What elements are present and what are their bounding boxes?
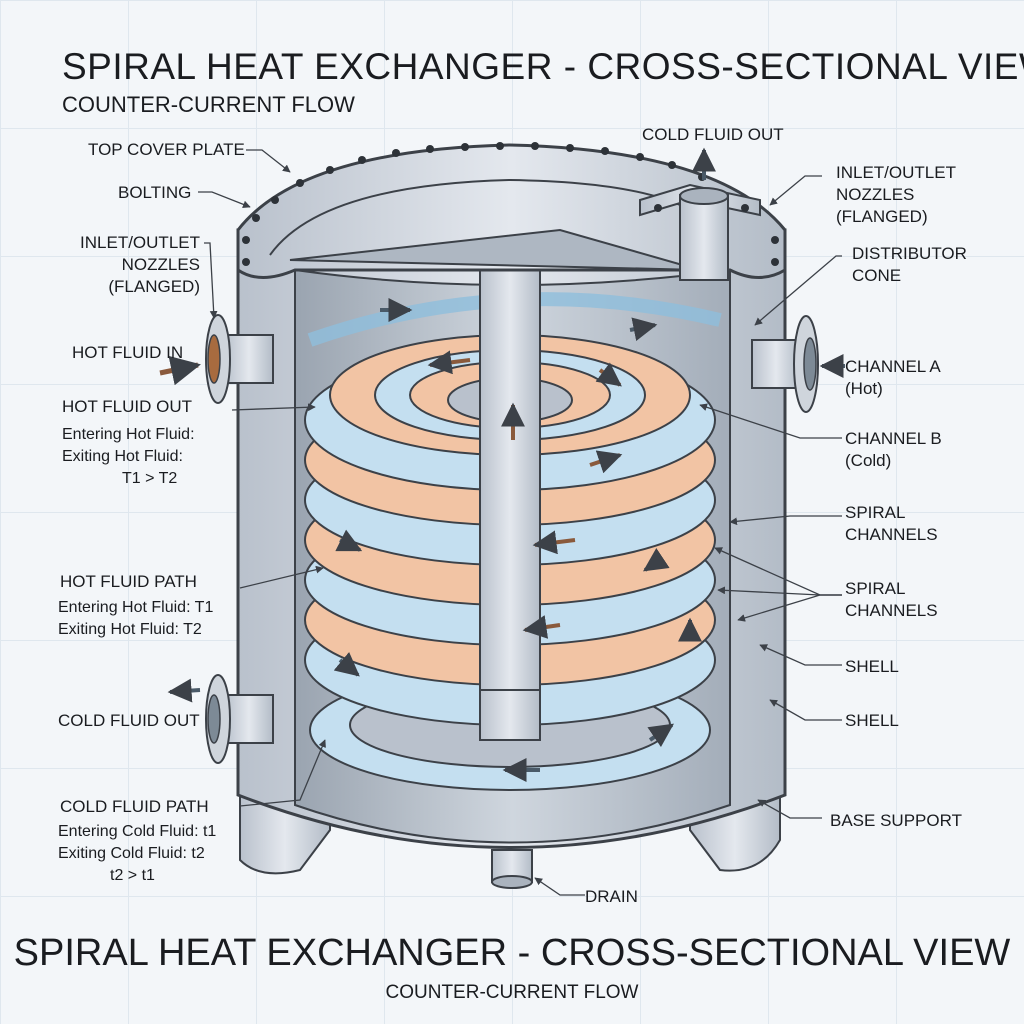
label-top-cover-plate: TOP COVER PLATE: [88, 140, 245, 159]
flow-arrows: [159, 147, 845, 782]
label-hot-path-notes: Entering Hot Fluid: T1 Exiting Hot Fluid…: [58, 599, 214, 638]
label-hot-fluid-out: HOT FLUID OUT: [62, 397, 193, 416]
bolting: [242, 142, 779, 266]
label-cold-path-notes: Entering Cold Fluid: t1 Exiting Cold Flu…: [58, 823, 217, 884]
label-nozzles-right: INLET/OUTLET NOZZLES (FLANGED): [836, 163, 956, 226]
label-spiral-channels-2: SPIRAL CHANNELS: [845, 579, 938, 620]
page-subtitle: COUNTER-CURRENT FLOW: [62, 92, 355, 117]
label-distributor-cone: DISTRIBUTOR CONE: [852, 244, 967, 285]
nozzle-left-bottom: [205, 674, 274, 764]
nozzle-right: [751, 315, 819, 413]
label-shell-1: SHELL: [845, 657, 899, 676]
label-cold-fluid-out-left: COLD FLUID OUT: [58, 711, 200, 730]
top-cover-plate: [236, 143, 787, 279]
label-channel-b: CHANNEL B (Cold): [845, 429, 942, 470]
label-bolting: BOLTING: [118, 183, 192, 202]
leader-lines: [198, 149, 842, 896]
label-base-support: BASE SUPPORT: [830, 811, 962, 830]
label-cold-fluid-path: COLD FLUID PATH: [60, 797, 209, 816]
page-title: SPIRAL HEAT EXCHANGER - CROSS-SECTIONAL …: [62, 46, 1024, 87]
nozzle-top: [639, 183, 761, 281]
footer-title: SPIRAL HEAT EXCHANGER - CROSS-SECTIONAL …: [13, 932, 1011, 974]
label-hot-fluid-path: HOT FLUID PATH: [60, 572, 197, 591]
drain-pipe: [491, 849, 533, 889]
central-tube: [479, 229, 541, 741]
label-shell-2: SHELL: [845, 711, 899, 730]
label-hot-fluid-in: HOT FLUID IN: [72, 343, 184, 362]
label-spiral-channels-1: SPIRAL CHANNELS: [845, 503, 938, 544]
label-nozzles-left: INLET/OUTLET NOZZLES (FLANGED): [80, 233, 200, 296]
label-channel-a: CHANNEL A (Hot): [845, 357, 941, 398]
label-cold-fluid-out-top: COLD FLUID OUT: [642, 125, 784, 144]
label-hot-out-notes: Entering Hot Fluid: Exiting Hot Fluid: T…: [62, 426, 195, 487]
footer-subtitle: COUNTER-CURRENT FLOW: [385, 982, 639, 1003]
label-drain: DRAIN: [585, 887, 638, 906]
nozzle-left-top: [205, 314, 274, 404]
